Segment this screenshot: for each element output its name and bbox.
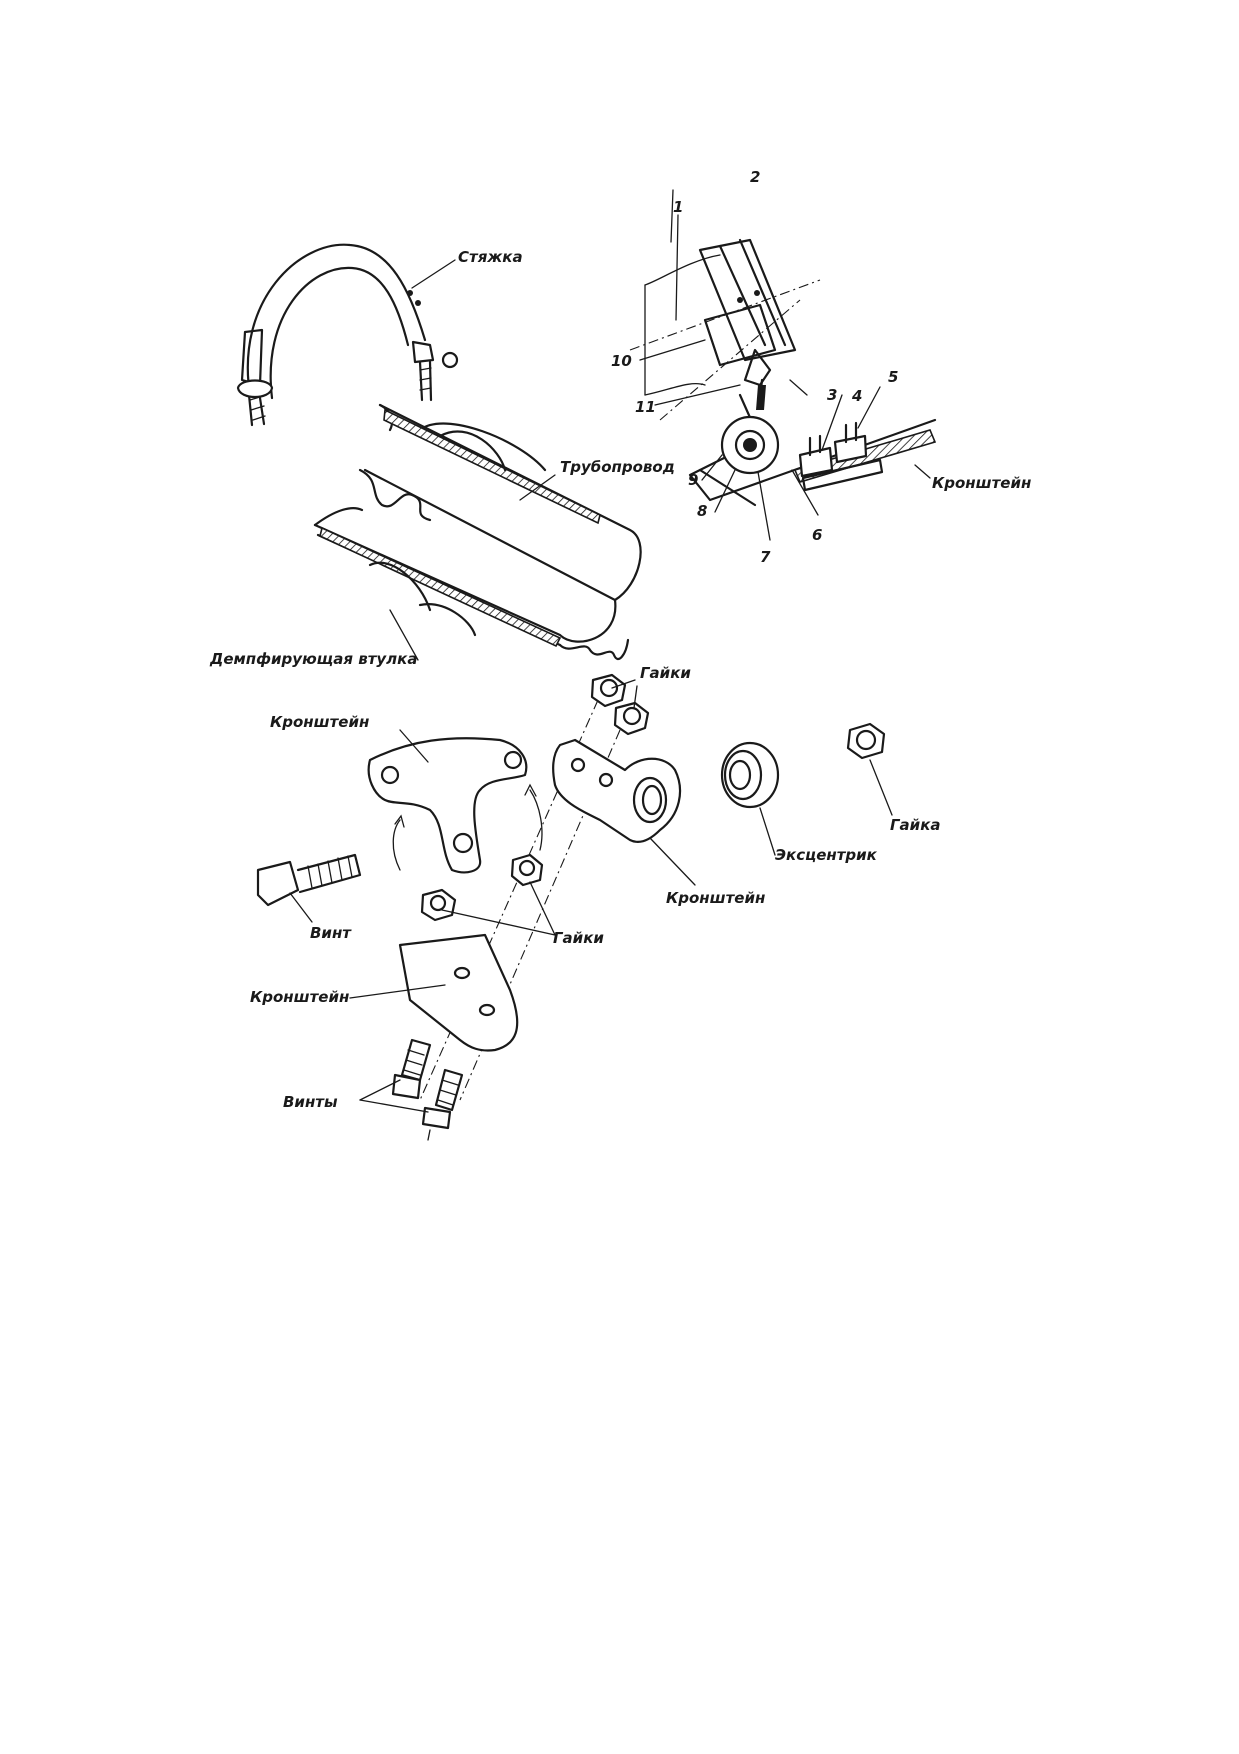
callout-8: 8 bbox=[697, 502, 707, 520]
detail-bracket-assembly bbox=[629, 238, 937, 507]
callout-3: 3 bbox=[827, 386, 837, 404]
leader-lines bbox=[289, 189, 931, 1113]
label-screws: Винты bbox=[283, 1093, 338, 1111]
label-damping-sleeve: Демпфирующая втулка bbox=[209, 650, 417, 668]
callout-11: 11 bbox=[635, 398, 656, 416]
label-nuts-top: Гайки bbox=[640, 664, 691, 682]
bracket-upper-left bbox=[367, 737, 543, 874]
label-bracket-lower: Кронштейн bbox=[250, 988, 349, 1006]
label-nuts-bottom: Гайки bbox=[553, 929, 604, 947]
nut-single bbox=[846, 722, 886, 760]
bracket-middle bbox=[552, 738, 682, 844]
pipeline bbox=[313, 403, 642, 661]
screws-bottom bbox=[391, 1038, 464, 1141]
label-nut-single: Гайка bbox=[890, 816, 941, 834]
label-bracket-detail: Кронштейн bbox=[932, 474, 1031, 492]
label-eccentric: Эксцентрик bbox=[775, 846, 878, 864]
label-bracket-middle: Кронштейн bbox=[666, 889, 765, 907]
screw bbox=[256, 853, 362, 907]
callout-5: 5 bbox=[888, 368, 898, 386]
callout-6: 6 bbox=[812, 526, 822, 544]
tie-clamp bbox=[236, 243, 459, 427]
label-screw: Винт bbox=[310, 924, 352, 942]
callout-9: 9 bbox=[688, 471, 698, 489]
callout-4: 4 bbox=[851, 387, 862, 405]
bracket-lower bbox=[398, 933, 519, 1052]
callout-10: 10 bbox=[611, 352, 632, 370]
eccentric bbox=[720, 741, 780, 809]
label-pipeline: Трубопровод bbox=[560, 458, 675, 476]
callout-numbers: 1 2 3 4 5 6 7 8 9 10 11 bbox=[611, 168, 898, 566]
text-labels: Стяжка Трубопровод Демпфирующая втулка Г… bbox=[209, 248, 1031, 1111]
label-tie: Стяжка bbox=[458, 248, 523, 266]
nuts-bottom bbox=[420, 853, 544, 922]
callout-7: 7 bbox=[760, 548, 771, 566]
callout-1: 1 bbox=[673, 198, 683, 216]
label-bracket-upper-left: Кронштейн bbox=[270, 713, 369, 731]
callout-2: 2 bbox=[750, 168, 760, 186]
